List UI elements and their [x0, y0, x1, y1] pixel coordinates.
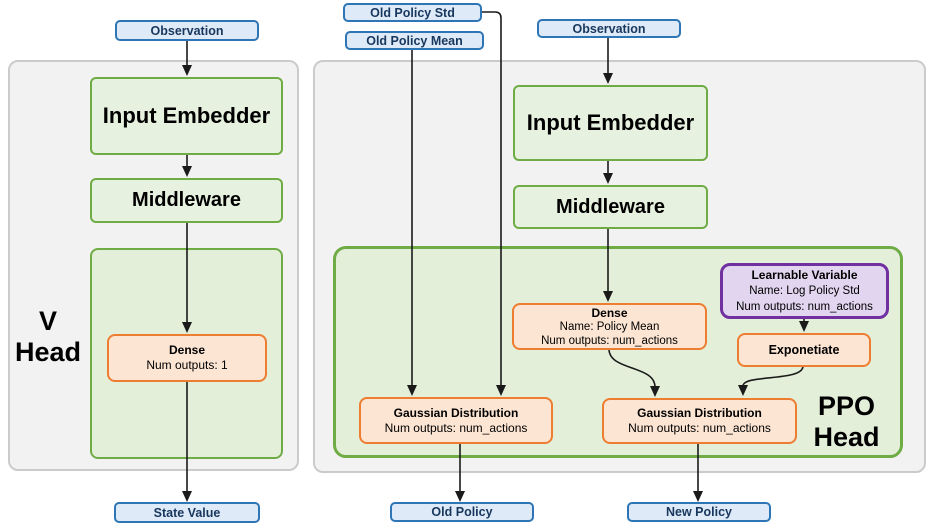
node-input-embedder-ppo-label: Input Embedder: [526, 110, 695, 135]
node-learnable-variable-outputs: Num outputs: num_actions: [736, 301, 873, 313]
node-input-embedder-v: Input Embedder: [90, 77, 283, 155]
v-head-title-line2: Head: [14, 337, 82, 367]
node-input-embedder-v-label: Input Embedder: [102, 103, 271, 128]
node-observation-v: Observation: [115, 20, 259, 41]
node-state-value: State Value: [114, 502, 260, 523]
node-dense-v-title: Dense: [168, 343, 206, 357]
node-gaussian-new-outputs: Num outputs: num_actions: [628, 421, 771, 435]
node-dense-policy-mean-title: Dense: [591, 305, 628, 320]
node-new-policy: New Policy: [627, 502, 771, 522]
node-exponetiate-label: Exponetiate: [768, 342, 840, 357]
node-old-policy-std-label: Old Policy Std: [370, 5, 455, 20]
node-new-policy-label: New Policy: [666, 505, 732, 519]
node-gaussian-old-title: Gaussian Distribution: [393, 405, 519, 420]
node-old-policy-label: Old Policy: [431, 505, 493, 519]
node-old-policy: Old Policy: [390, 502, 534, 522]
node-dense-policy-mean-outputs: Num outputs: num_actions: [541, 334, 678, 347]
node-dense-v-outputs: Num outputs: 1: [146, 358, 228, 372]
v-head-title: V Head: [8, 306, 88, 368]
node-old-policy-std: Old Policy Std: [343, 3, 482, 22]
node-old-policy-mean-label: Old Policy Mean: [366, 33, 463, 48]
node-middleware-v: Middleware: [90, 178, 283, 223]
node-old-policy-mean: Old Policy Mean: [345, 31, 484, 50]
node-observation-ppo: Observation: [537, 19, 681, 38]
node-gaussian-distribution-old: Gaussian Distribution Num outputs: num_a…: [359, 397, 553, 444]
node-gaussian-old-outputs: Num outputs: num_actions: [384, 420, 528, 435]
node-learnable-variable-title: Learnable Variable: [751, 268, 858, 282]
node-observation-ppo-label: Observation: [572, 21, 646, 36]
node-dense-v: Dense Num outputs: 1: [107, 334, 267, 382]
node-exponetiate: Exponetiate: [737, 333, 871, 367]
node-state-value-label: State Value: [153, 505, 221, 520]
node-dense-policy-mean: Dense Name: Policy Mean Num outputs: num…: [512, 303, 707, 350]
node-middleware-ppo: Middleware: [513, 185, 708, 229]
node-middleware-v-label: Middleware: [132, 189, 241, 211]
node-dense-policy-mean-name: Name: Policy Mean: [559, 320, 660, 333]
node-learnable-variable-name: Name: Log Policy Std: [749, 285, 860, 297]
node-input-embedder-ppo: Input Embedder: [513, 85, 708, 161]
node-observation-v-label: Observation: [150, 23, 224, 38]
node-gaussian-distribution-new: Gaussian Distribution Num outputs: num_a…: [602, 398, 797, 444]
ppo-head-title: PPO Head: [799, 391, 894, 453]
v-head-title-line1: V: [38, 306, 57, 336]
ppo-head-title-line2: Head: [813, 422, 880, 452]
node-learnable-variable: Learnable Variable Name: Log Policy Std …: [720, 263, 889, 319]
node-gaussian-new-title: Gaussian Distribution: [637, 406, 762, 420]
node-middleware-ppo-label: Middleware: [556, 195, 665, 218]
ppo-head-title-line1: PPO: [817, 391, 876, 421]
